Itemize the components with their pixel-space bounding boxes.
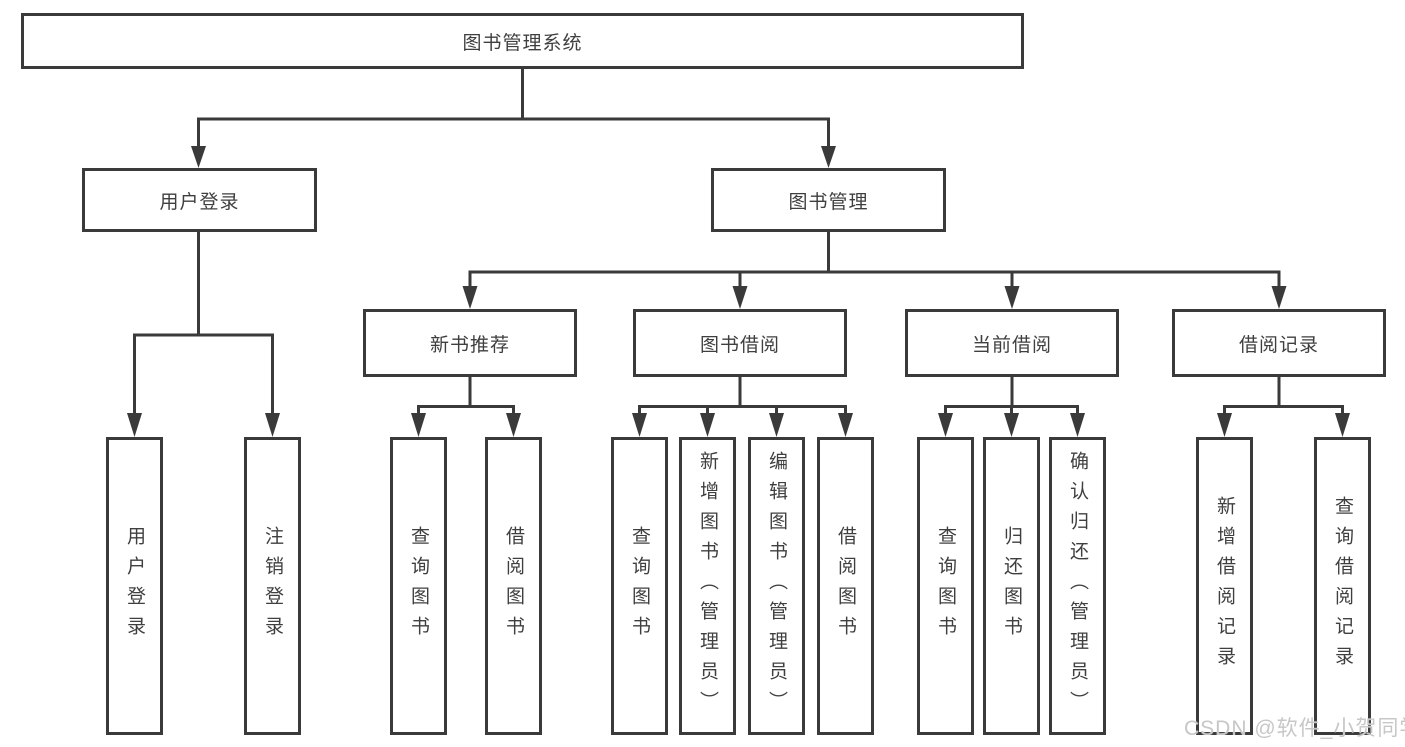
node-label: 新书推荐 [429,334,510,356]
node-label: 图书管理系统 [462,32,583,54]
node-borrow-books: 借阅图书 [817,437,874,735]
node-new-book-recommendation: 新书推荐 [363,309,577,377]
node-library-system: 图书管理系统 [21,13,1024,69]
node-query-borrow-record: 查询借阅记录 [1314,437,1371,735]
arrow-down-icon [821,146,836,168]
arrow-down-icon [1271,286,1287,309]
node-confirm-return-admin: 确认归还（管理员） [1049,437,1106,735]
node-label: 查询借阅记录 [1332,496,1353,676]
connector-root [191,69,836,168]
node-current-borrowing: 当前借阅 [905,309,1119,377]
node-logout-action: 注销登录 [244,437,301,735]
arrow-down-icon [191,146,206,168]
node-borrow-books-newbook: 借阅图书 [485,437,542,735]
arrow-down-icon [938,413,953,437]
arrow-down-icon [462,286,478,309]
node-add-borrow-record: 新增借阅记录 [1196,437,1253,735]
node-label: 新增借阅记录 [1214,496,1235,676]
node-label: 查询图书 [408,526,429,646]
node-label: 新增图书（管理员） [697,451,718,721]
node-label: 查询图书 [629,526,650,646]
node-edit-books-admin: 编辑图书（管理员） [748,437,805,735]
arrow-down-icon [411,413,426,437]
node-add-books-admin: 新增图书（管理员） [679,437,736,735]
node-user-login-action: 用户登录 [106,437,163,735]
arrow-down-icon [506,413,521,437]
arrow-down-icon [1004,413,1019,437]
node-label: 确认归还（管理员） [1067,451,1088,721]
node-user-login: 用户登录 [82,168,317,232]
connector-book-management [462,232,1287,309]
node-book-management: 图书管理 [711,168,946,232]
arrow-down-icon [127,413,142,437]
node-borrowing-records: 借阅记录 [1172,309,1386,377]
arrow-down-icon [632,413,647,437]
node-label: 注销登录 [262,526,283,646]
connector-new-book [411,377,521,437]
connector-book-borrow [632,377,853,437]
csdn-watermark: CSDN @软件_小贺同学 [1184,717,1405,740]
node-label: 编辑图书（管理员） [766,451,787,721]
node-label: 用户登录 [124,526,145,646]
arrow-down-icon [265,413,280,437]
node-label: 当前借阅 [971,334,1052,356]
node-query-books-current: 查询图书 [917,437,974,735]
connector-user-login [127,232,280,437]
arrow-down-icon [700,413,715,437]
node-label: 图书借阅 [699,334,780,356]
arrow-down-icon [1217,413,1232,437]
arrow-down-icon [1070,413,1085,437]
arrow-down-icon [838,413,853,437]
node-query-books-newbook: 查询图书 [390,437,447,735]
arrow-down-icon [1004,286,1020,309]
node-label: 用户登录 [159,191,240,213]
node-label: 借阅图书 [835,526,856,646]
node-label: 归还图书 [1001,526,1022,646]
node-label: 借阅记录 [1238,334,1319,356]
connector-current-borrow [938,377,1085,437]
arrow-down-icon [1335,413,1350,437]
node-query-books-borrow: 查询图书 [611,437,668,735]
arrow-down-icon [769,413,784,437]
connector-borrow-records [1217,377,1350,437]
node-label: 查询图书 [935,526,956,646]
node-label: 借阅图书 [503,526,524,646]
node-return-books: 归还图书 [983,437,1040,735]
arrow-down-icon [732,286,748,309]
node-label: 图书管理 [788,191,869,213]
node-book-borrowing: 图书借阅 [633,309,847,377]
